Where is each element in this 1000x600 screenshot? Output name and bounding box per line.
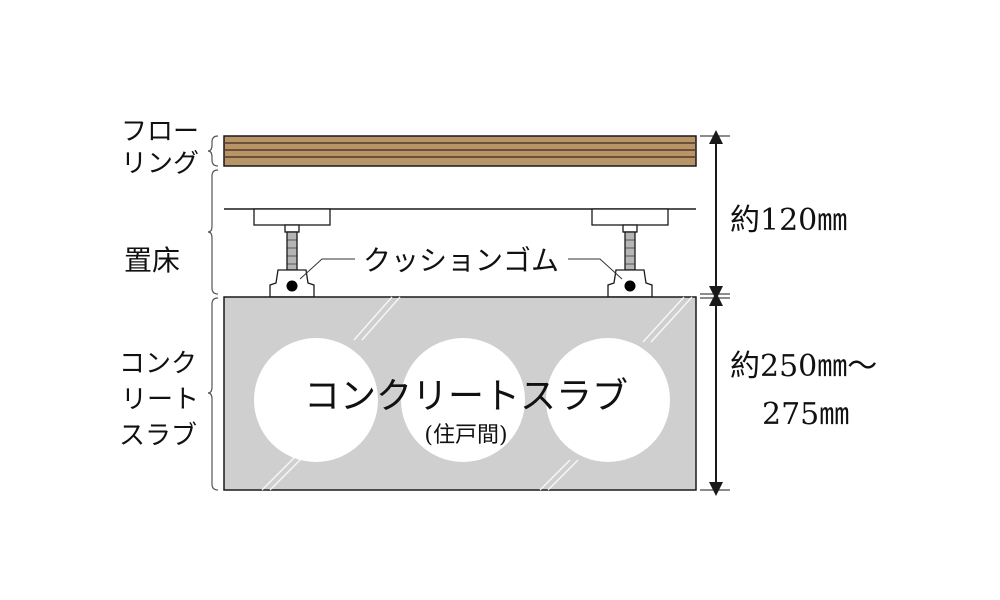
flooring-label-line-2: リング — [121, 149, 199, 179]
left-braces — [207, 135, 219, 491]
lower-dimension-label-line-1: 約250㎜～ — [730, 349, 877, 384]
flooring-layer — [223, 135, 697, 167]
cushion-rubber-label: クッションゴム — [363, 244, 559, 277]
void-hole-center — [401, 338, 525, 462]
flooring-label: フロー リング — [121, 117, 199, 179]
support-leg-right — [591, 208, 669, 298]
lower-dimension-label-line-2: 275㎜ — [762, 397, 849, 432]
void-hole-right — [546, 338, 670, 462]
raised-floor-brace — [207, 169, 219, 295]
flooring-brace — [207, 135, 219, 167]
support-leg-left — [253, 208, 331, 298]
concrete-slab — [223, 296, 697, 491]
concrete-label-line-1: コンク — [119, 349, 197, 379]
concrete-label-line-3: スラブ — [119, 421, 197, 451]
raised-floor-label: 置床 — [124, 244, 180, 277]
upper-dimension-label: 約120㎜ — [730, 203, 847, 238]
slab-subtitle: (住戸間) — [424, 423, 507, 448]
void-hole-left — [254, 338, 378, 462]
slab-title: コンクリートスラブ — [304, 376, 628, 417]
cushion-rubber-leaders — [299, 258, 623, 280]
concrete-brace — [207, 297, 219, 491]
concrete-slab-label: コンク リート スラブ — [119, 349, 199, 451]
flooring-label-line-1: フロー — [121, 117, 199, 147]
concrete-label-line-2: リート — [121, 385, 199, 415]
slab-gloss-lines — [261, 296, 693, 491]
